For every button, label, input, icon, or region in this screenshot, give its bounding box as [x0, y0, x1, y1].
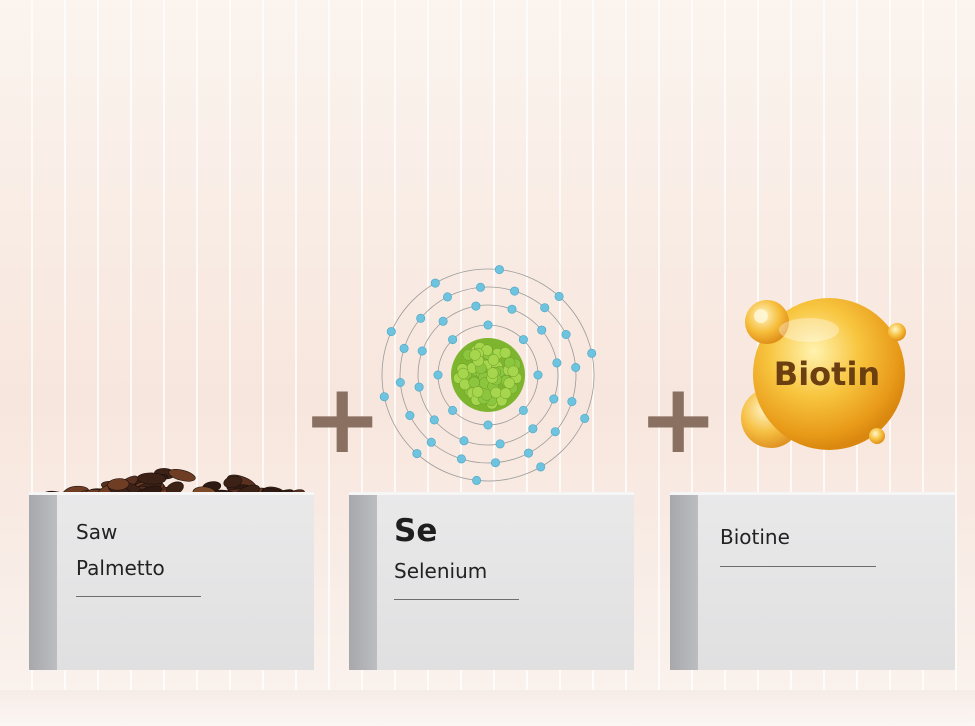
electron	[518, 405, 528, 415]
berry	[168, 469, 196, 482]
orbit-ring	[381, 268, 595, 482]
nucleon	[507, 365, 519, 378]
nucleon	[457, 367, 469, 380]
orbit-ring	[399, 286, 577, 464]
electron	[417, 346, 427, 356]
nucleon	[499, 347, 512, 359]
electron	[426, 437, 436, 447]
biotin-sphere-icon: Biotin	[741, 298, 906, 450]
plinth-side	[349, 492, 377, 670]
electron	[442, 292, 452, 302]
plinth-side	[670, 492, 698, 670]
electron	[472, 475, 482, 485]
electron	[523, 448, 533, 458]
biotine-label: Biotine	[720, 525, 790, 549]
electron	[587, 348, 597, 358]
electron	[448, 405, 458, 415]
electron	[550, 427, 560, 437]
electron	[430, 278, 440, 288]
plinth-selenium	[349, 492, 634, 670]
nucleon	[471, 386, 484, 398]
electron	[571, 363, 581, 372]
electron	[429, 415, 439, 425]
floor	[0, 690, 975, 726]
electron	[528, 424, 538, 434]
saw-label-line2: Palmetto	[76, 556, 165, 580]
nucleon	[459, 378, 471, 391]
saw-label-underline	[76, 596, 201, 597]
electron	[395, 378, 405, 387]
selenium-underline	[394, 599, 519, 600]
electron	[448, 335, 458, 345]
selenium-atom-icon	[379, 265, 597, 485]
electron	[536, 462, 546, 472]
electron	[561, 329, 571, 339]
electron	[494, 265, 504, 275]
biotin-badge-text: Biotin	[774, 355, 880, 393]
electron	[495, 439, 505, 449]
berry	[107, 478, 130, 491]
plinth-face	[57, 492, 314, 670]
electron	[412, 449, 422, 459]
electron	[459, 436, 469, 446]
plinth-top-edge	[670, 492, 955, 495]
selenium-name: Selenium	[394, 559, 488, 583]
electron	[433, 370, 443, 380]
plinth-top-edge	[349, 492, 634, 495]
orbit-ring	[417, 304, 559, 446]
nucleon	[486, 367, 499, 379]
electron	[507, 304, 517, 314]
nucleon	[503, 377, 515, 389]
plinth-face	[377, 492, 634, 670]
electron	[438, 316, 448, 326]
berry	[223, 475, 243, 489]
plinth-saw-palmetto	[29, 492, 314, 670]
electron	[549, 394, 559, 404]
plinth-top-edge	[29, 492, 314, 495]
electron	[476, 282, 485, 292]
plus-sign-2: +	[638, 363, 719, 475]
electron	[414, 382, 424, 392]
nucleon	[469, 349, 481, 361]
selenium-symbol: Se	[394, 513, 438, 549]
electron	[456, 454, 466, 464]
plinth-side	[29, 492, 57, 670]
plus-sign-1: +	[302, 363, 383, 475]
biotine-underline	[720, 566, 876, 567]
electron	[567, 397, 577, 407]
electron	[510, 286, 520, 296]
plinth-biotine	[670, 492, 955, 670]
electron	[379, 392, 389, 402]
electron	[483, 420, 493, 430]
plinth-face	[698, 492, 955, 670]
electron	[416, 313, 426, 323]
electron	[386, 327, 396, 337]
electron	[552, 358, 562, 368]
saw-label-line1: Saw	[76, 520, 118, 544]
electron	[471, 301, 481, 311]
electron	[399, 343, 409, 353]
berry	[137, 472, 167, 485]
electron	[405, 410, 415, 420]
electron	[483, 320, 493, 330]
electron	[533, 370, 543, 380]
electron	[537, 325, 547, 335]
nucleon	[490, 386, 502, 399]
nucleon	[487, 354, 500, 366]
electron	[540, 303, 550, 313]
electron	[491, 458, 500, 468]
electron	[554, 291, 564, 301]
electron	[518, 335, 528, 345]
nucleon	[499, 387, 512, 400]
electron	[580, 413, 590, 423]
